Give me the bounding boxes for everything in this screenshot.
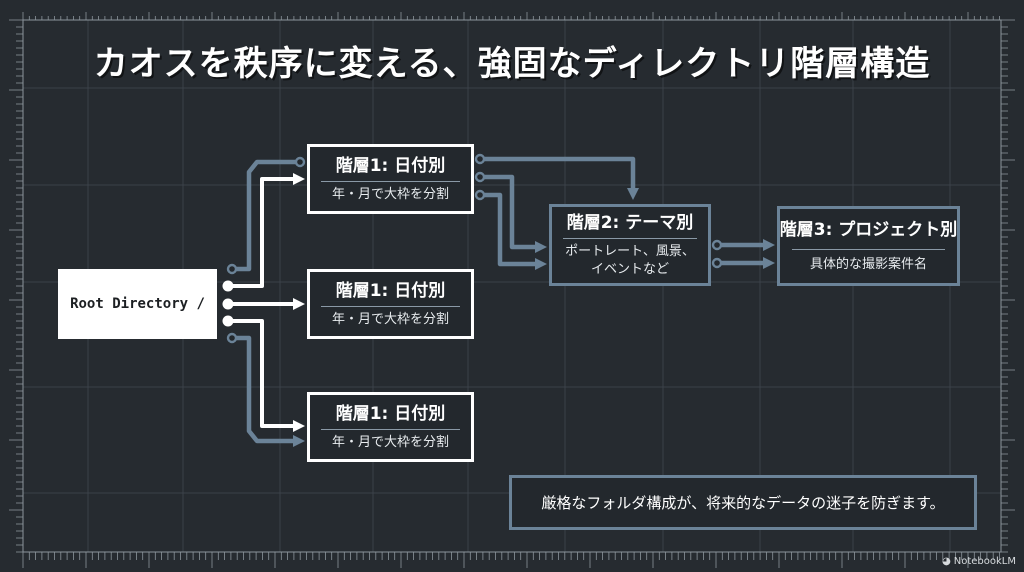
tier2-description-line2: イベントなど: [590, 261, 669, 277]
arrow-head: [293, 298, 305, 310]
tier1-heading: 階層1: 日付別: [335, 280, 446, 301]
connector-tier1-to-tier2-middle: [480, 174, 538, 250]
tier1-node-top: 階層1: 日付別 年・月で大枠を分割: [307, 144, 474, 214]
brand-watermark: ◕ NotebookLM: [942, 556, 1016, 567]
arrow-head: [293, 435, 305, 447]
divider: [792, 248, 945, 250]
port-ring: [294, 156, 306, 168]
page-title: カオスを秩序に変える、強固なディレクトリ階層構造: [93, 44, 931, 84]
root-directory-node: Root Directory /: [58, 269, 217, 339]
summary-note: 厳格なフォルダ構成が、将来的なデータの迷子を防ぎます。: [509, 475, 977, 530]
arrow-head: [763, 239, 775, 251]
tier1-heading: 階層1: 日付別: [335, 155, 446, 176]
arrow-head: [293, 420, 305, 432]
divider: [562, 237, 698, 239]
brand-label: NotebookLM: [953, 556, 1016, 567]
tier1-description: 年・月で大枠を分割: [331, 311, 449, 327]
tier1-heading: 階層1: 日付別: [335, 403, 446, 424]
arrow-head: [535, 241, 547, 253]
tier1-node-bottom: 階層1: 日付別 年・月で大枠を分割: [307, 392, 474, 462]
arrow-head: [627, 188, 639, 200]
port-ring: [474, 189, 486, 201]
divider: [321, 305, 460, 307]
tier1-description: 年・月で大枠を分割: [331, 434, 449, 450]
port-ring: [226, 332, 238, 344]
divider: [321, 180, 460, 182]
notebooklm-logo-icon: ◕: [942, 556, 951, 567]
connector-root-to-tier1-top-secondary: [232, 159, 300, 272]
connector-tier1-to-tier2-top: [480, 156, 636, 190]
tier2-heading: 階層2: テーマ別: [566, 212, 694, 233]
divider: [321, 428, 460, 430]
port-ring: [474, 171, 486, 183]
connector-root-to-tier1-bottom: [228, 319, 296, 428]
rulers: [9, 12, 1015, 568]
arrow-head: [293, 173, 305, 185]
tier1-description: 年・月で大枠を分割: [331, 186, 449, 202]
port-dot: [222, 315, 234, 327]
tier2-description-line1: ポートレート、風景、: [565, 243, 695, 259]
port-ring: [474, 153, 486, 165]
port-ring: [711, 257, 723, 269]
connectors: [222, 153, 775, 447]
connector-tier1-to-tier2-bottom: [480, 192, 538, 267]
arrow-head: [763, 257, 775, 269]
port-dot: [222, 298, 234, 310]
tier3-node: 階層3: プロジェクト別 具体的な撮影案件名: [777, 206, 960, 286]
tier1-node-middle: 階層1: 日付別 年・月で大枠を分割: [307, 269, 474, 339]
root-directory-label: Root Directory /: [70, 296, 205, 312]
arrow-head: [535, 258, 547, 270]
tier3-heading: 階層3: プロジェクト別: [779, 219, 958, 240]
summary-note-text: 厳格なフォルダ構成が、将来的なデータの迷子を防ぎます。: [541, 494, 945, 512]
tier3-description: 具体的な撮影案件名: [809, 256, 927, 272]
connector-root-to-tier1-top: [228, 177, 296, 288]
port-ring: [226, 263, 238, 275]
connector-root-to-tier1-bottom-secondary: [232, 335, 294, 444]
port-ring: [711, 239, 723, 251]
tier2-node: 階層2: テーマ別 ポートレート、風景、 イベントなど: [549, 204, 711, 286]
port-dot: [222, 280, 234, 292]
